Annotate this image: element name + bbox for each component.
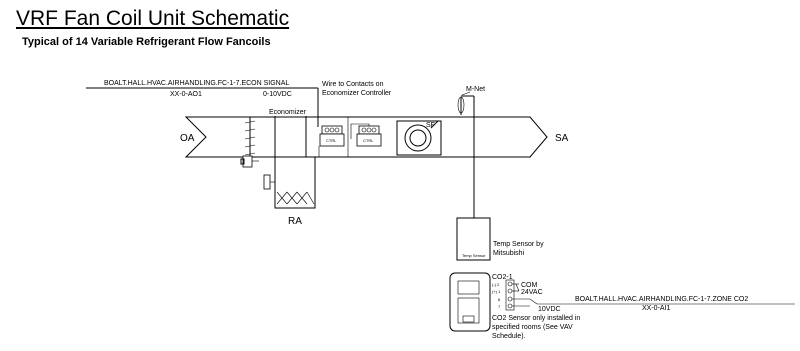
co2-note-line1: CO2 Sensor only installed in — [492, 315, 580, 322]
ra-damper-actuator — [263, 174, 275, 190]
com-label: COM — [521, 282, 538, 289]
controller-link — [350, 123, 370, 139]
oa-damper — [244, 117, 256, 157]
economizer-label: Economizer — [269, 109, 307, 116]
co2-terminal-block — [505, 279, 515, 311]
terminal-label-4: 7 — [498, 304, 501, 309]
econ-controller — [319, 125, 345, 147]
sa-label: SA — [555, 133, 569, 144]
co2-tag: CO2-1 — [492, 274, 513, 281]
temp-sensor-note-2: Mitsubishi — [493, 250, 525, 257]
econ-addr-label: XX-0-AO1 — [170, 91, 202, 98]
temp-sensor — [456, 217, 491, 261]
temp-sensor-face-label: Temp Sensor — [462, 253, 486, 258]
vac-label: 24VAC — [521, 289, 543, 296]
terminal-label-2: (+) 1 — [492, 289, 501, 294]
co2-note-line2: specified rooms (See VAV — [492, 324, 573, 331]
terminal-label-1: (-) 2 — [492, 282, 500, 287]
supply-duct — [184, 116, 548, 158]
wire-note-line1: Wire to Contacts on — [322, 81, 384, 88]
zone-addr-label: XX-0-AI1 — [642, 305, 671, 312]
oa-label: OA — [180, 133, 195, 144]
zone-co2-line — [512, 298, 795, 305]
ra-damper — [276, 191, 315, 205]
supply-fan — [396, 120, 442, 156]
power-jumper — [515, 283, 520, 292]
signal-label: 0-10VDC — [263, 91, 292, 98]
sf-label: SF — [426, 122, 435, 129]
page-subtitle: Typical of 14 Variable Refrigerant Flow … — [22, 36, 271, 48]
econ-controller-label: CTRL — [326, 138, 337, 143]
vdc-label: 10VDC — [538, 306, 561, 313]
fan-controller — [356, 125, 382, 147]
econ-point-label: BOALT.HALL.HVAC.AIRHANDLING.FC-1-7.ECON … — [104, 80, 289, 87]
wire-note-line2: Economizer Controller — [322, 90, 392, 97]
co2-sensor — [449, 272, 491, 332]
temp-sensor-note-1: Temp Sensor by — [493, 241, 544, 248]
page-title: VRF Fan Coil Unit Schematic — [16, 7, 290, 30]
terminal-label-3: 8 — [498, 297, 501, 302]
ra-label: RA — [288, 216, 302, 227]
oa-damper-actuator — [240, 155, 259, 168]
mnet-label: M-Net — [466, 86, 485, 93]
fan-controller-label: CTRL — [363, 138, 374, 143]
zone-point-label: BOALT.HALL.HVAC.AIRHANDLING.FC-1-7.ZONE … — [575, 296, 748, 303]
co2-note-line3: Schedule). — [492, 333, 526, 340]
ra-plenum — [274, 157, 316, 209]
mnet-leader — [461, 91, 471, 96]
